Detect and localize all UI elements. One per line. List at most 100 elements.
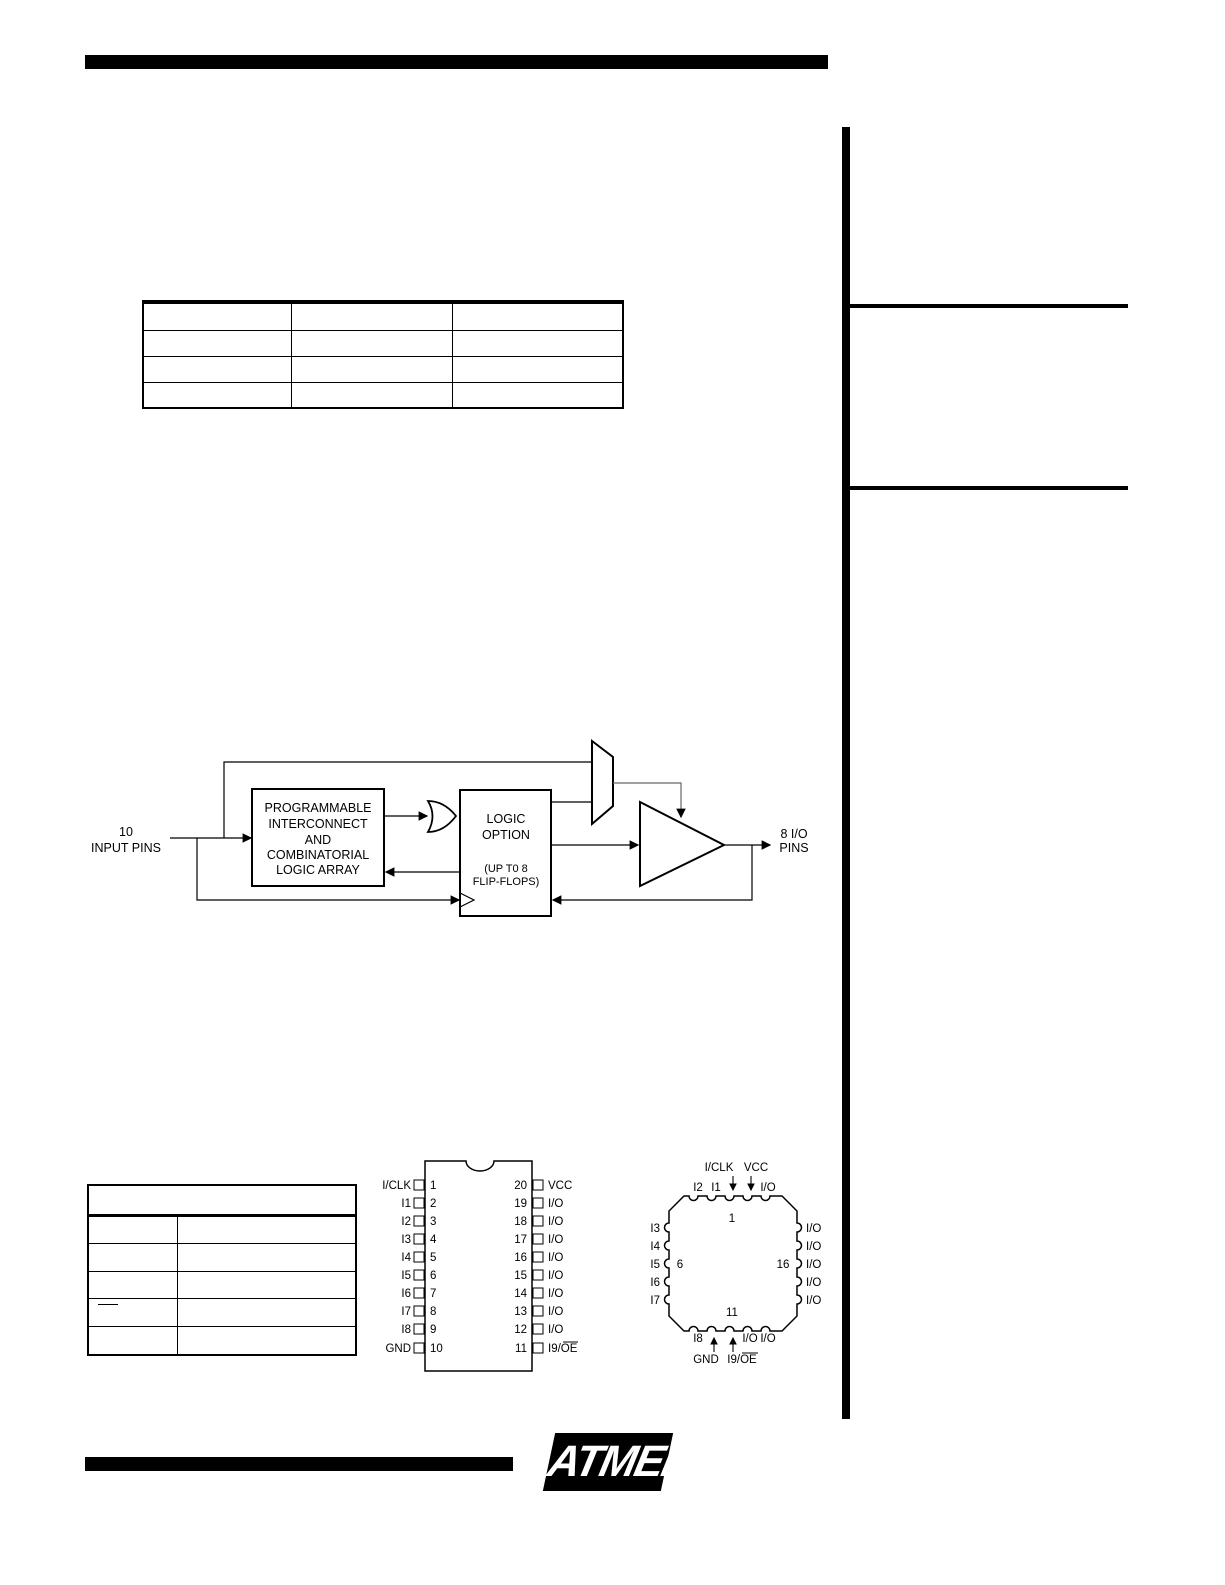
plcc-bottom-label-i8: I8	[693, 1333, 703, 1345]
dip-right-num-15: 15	[514, 1270, 527, 1282]
dip-left-num-7: 7	[430, 1288, 436, 1300]
dip-right-num-20: 20	[514, 1180, 527, 1192]
array-line-2: INTERCONNECT	[268, 817, 368, 831]
dip-left-num-4: 4	[430, 1234, 437, 1246]
dip-right-pin-square	[532, 1305, 544, 1317]
dip-right-name-13: I/O	[548, 1306, 563, 1318]
dip-left-name-4: I3	[401, 1234, 411, 1246]
dip-left-pin-square	[413, 1342, 425, 1354]
atmel-logo: ATMEL	[542, 1433, 693, 1491]
dip-left-name-9: I8	[401, 1324, 411, 1336]
dip-left-pin-square	[413, 1233, 425, 1245]
logic-line-1: LOGIC	[487, 812, 526, 826]
plcc-right-label-1: I/O	[806, 1223, 821, 1235]
dip-right-name-19: I/O	[548, 1198, 563, 1210]
dip-left-name-8: I7	[401, 1306, 411, 1318]
dip-right-num-18: 18	[514, 1216, 527, 1228]
plcc-right-label-4: I/O	[806, 1277, 821, 1289]
dip-right-name-17: I/O	[548, 1234, 563, 1246]
plcc-left-label-i6: I6	[650, 1277, 660, 1289]
plcc-pin16-label: 16	[777, 1259, 790, 1271]
dip-right-num-13: 13	[514, 1306, 527, 1318]
flipflop-line-2: FLIP-FLOPS)	[473, 876, 540, 888]
output-label-pins: PINS	[779, 841, 808, 855]
dip-left-pin-square	[413, 1215, 425, 1227]
array-line-5: LOGIC ARRAY	[276, 863, 360, 877]
dip-left-pin-square	[413, 1305, 425, 1317]
flipflop-line-1: (UP T0 8	[484, 863, 528, 875]
input-label-count: 10	[119, 825, 133, 839]
dip-left-name-10: GND	[385, 1343, 411, 1355]
dip-left-name-3: I2	[401, 1216, 411, 1228]
dip-left-name-6: I5	[401, 1270, 411, 1282]
dip-right-pin-square	[532, 1287, 544, 1299]
plcc-pin11-label: 11	[726, 1307, 738, 1319]
dip-left-num-6: 6	[430, 1270, 436, 1282]
plcc-left-label-i4: I4	[650, 1241, 660, 1253]
plcc-right-label-3: I/O	[806, 1259, 821, 1271]
dip-left-name-7: I6	[401, 1288, 411, 1300]
plcc-package: I/CLK VCC I2 I1 I/O 1 I3 I4 I5 I6 I7 6 1…	[650, 1162, 821, 1366]
dip-right-name-14: I/O	[548, 1288, 563, 1300]
output-label-io: 8 I/O	[780, 827, 807, 841]
dip-right-name-18: I/O	[548, 1216, 563, 1228]
dip-right-pin-square	[532, 1323, 544, 1335]
dip-right-pin-square	[532, 1179, 544, 1191]
logic-line-2: OPTION	[482, 828, 530, 842]
dip-left-num-2: 2	[430, 1198, 436, 1210]
plcc-arrow-label-vcc: VCC	[744, 1162, 768, 1174]
dip-right-num-16: 16	[514, 1252, 527, 1264]
dip-package: I/CLK I1 I2 I3 I4 I5 I6 I7 I8 GND 1 2 3 …	[382, 1160, 578, 1372]
plcc-left-label-i5: I5	[650, 1259, 660, 1271]
array-line-1: PROGRAMMABLE	[265, 801, 372, 815]
input-label-pins: INPUT PINS	[91, 841, 161, 855]
plcc-arrow-label-iclk: I/CLK	[705, 1162, 734, 1174]
plcc-arrow-label-gnd: GND	[693, 1354, 719, 1366]
plcc-pin1-label: 1	[729, 1213, 735, 1225]
dip-right-pin-square	[532, 1197, 544, 1209]
sidebar-divider-1	[850, 304, 1128, 308]
pin-description-table	[87, 1184, 357, 1356]
dip-right-pin-square	[532, 1342, 544, 1354]
overbar-mark	[98, 1304, 118, 1306]
dip-right-num-17: 17	[514, 1234, 527, 1246]
dip-right-name-15: I/O	[548, 1270, 563, 1282]
sidebar-divider-2	[850, 486, 1128, 490]
dip-right-num-19: 19	[514, 1198, 527, 1210]
plcc-arrow-label-i9oe: I9/OE	[727, 1354, 757, 1366]
dip-left-pin-square	[413, 1197, 425, 1209]
product-table	[142, 300, 624, 409]
dip-right-name-20: VCC	[548, 1180, 572, 1192]
dip-right-name-16: I/O	[548, 1252, 563, 1264]
block-diagram: 10 INPUT PINS PROGRAMMABLE INTERCONNECT …	[91, 738, 809, 917]
dip-right-num-14: 14	[514, 1288, 527, 1300]
plcc-left-label-i3: I3	[650, 1223, 660, 1235]
dip-left-pin-square	[413, 1269, 425, 1281]
dip-right-num-11: 11	[515, 1343, 527, 1355]
dip-left-num-10: 10	[430, 1343, 443, 1355]
dip-left-num-5: 5	[430, 1252, 436, 1264]
footer-rule	[85, 1457, 513, 1471]
sidebar-rule	[842, 127, 850, 1419]
dip-right-pin-square	[532, 1215, 544, 1227]
dip-right-pin-square	[532, 1269, 544, 1281]
array-line-4: COMBINATORIAL	[267, 848, 369, 862]
plcc-top-label-io: I/O	[760, 1182, 775, 1194]
dip-left-pin-square	[413, 1179, 425, 1191]
dip-right-pin-square	[532, 1251, 544, 1263]
dip-left-name-2: I1	[401, 1198, 411, 1210]
dip-right-name-12: I/O	[548, 1324, 563, 1336]
dip-left-num-9: 9	[430, 1324, 436, 1336]
array-line-3: AND	[305, 833, 331, 847]
dip-left-name-5: I4	[401, 1252, 411, 1264]
plcc-bottom-label-io-1: I/O	[742, 1333, 757, 1345]
dip-left-name-1: I/CLK	[382, 1180, 411, 1192]
plcc-bottom-label-io-2: I/O	[760, 1333, 775, 1345]
plcc-pin6-label: 6	[677, 1259, 683, 1271]
dip-left-pin-square	[413, 1287, 425, 1299]
plcc-right-label-2: I/O	[806, 1241, 821, 1253]
dip-left-num-3: 3	[430, 1216, 436, 1228]
dip-right-name-11: I9/OE	[548, 1343, 578, 1355]
dip-right-pin-square	[532, 1233, 544, 1245]
plcc-top-label-i2: I2	[693, 1182, 703, 1194]
